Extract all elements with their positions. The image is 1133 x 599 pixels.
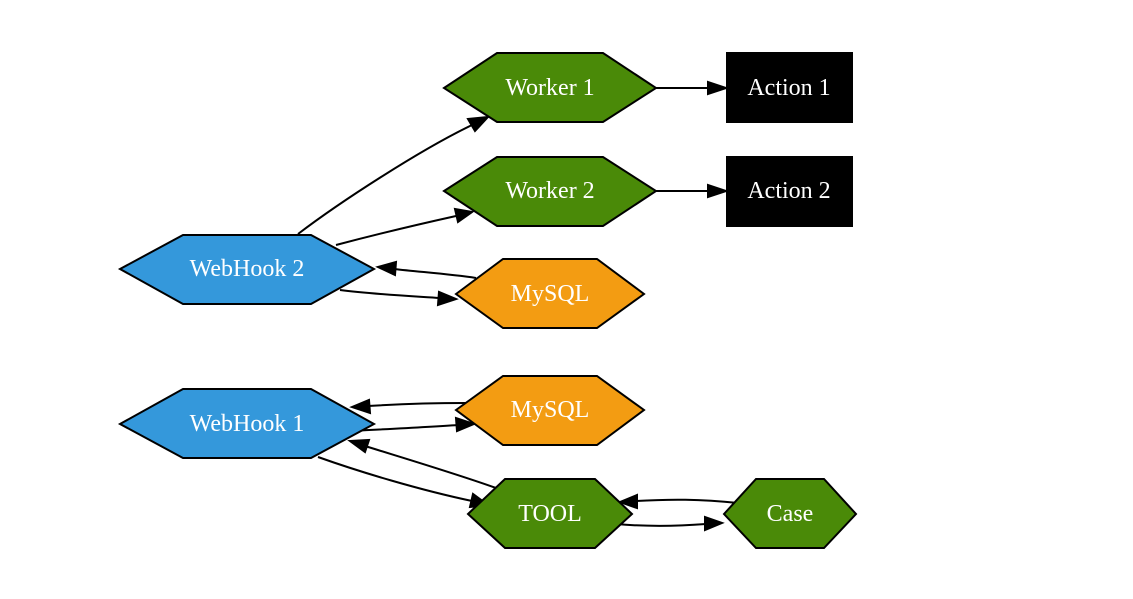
edge-case-to-tool [617,493,739,510]
arrow-head-icon [617,493,638,510]
hexagon-shape [454,258,646,329]
node-webhook2[interactable]: WebHook 2 [117,234,377,305]
node-label: Action 1 [747,75,830,101]
node-label: Worker 2 [505,178,594,204]
node-case[interactable]: Case [722,478,858,549]
hexagon-shape [442,156,658,227]
node-label: Action 2 [747,178,830,204]
box-shape [726,156,853,227]
arrow-head-icon [707,183,730,199]
arrow-head-icon [707,80,730,96]
arrow-head-icon [453,207,475,224]
nodes: Worker 1 Worker 2 Action 1 Action 2 WebH… [117,52,858,549]
edge-tool-to-webhook1 [347,438,497,489]
edge-mysql-bottom-to-webhook1 [349,398,467,415]
hexagon-shape [466,478,634,549]
node-mysql-bottom[interactable]: MySQL [454,375,646,446]
arrow-head-icon [704,515,725,532]
hexagon-shape [442,52,658,123]
arrow-head-icon [375,260,398,277]
node-label: Worker 1 [505,75,594,101]
box-shape [726,52,853,123]
node-worker1[interactable]: Worker 1 [442,52,658,123]
node-label: WebHook 1 [190,411,305,437]
node-label: TOOL [518,501,582,527]
edge-tool-to-case [615,515,725,532]
hexagon-shape [722,478,858,549]
edge-webhook2-to-worker2 [335,207,475,246]
edge-mysql-top-to-webhook2 [375,260,477,279]
hexagon-shape [454,375,646,446]
hexagon-shape [117,234,377,305]
node-worker2[interactable]: Worker 2 [442,156,658,227]
node-action2[interactable]: Action 2 [726,156,853,227]
edge-webhook1-to-tool [317,456,491,509]
node-label: WebHook 2 [190,256,305,282]
arrow-head-icon [349,398,372,415]
node-webhook1[interactable]: WebHook 1 [117,388,377,459]
arrow-head-icon [347,438,371,454]
edge-webhook2-to-mysql-top [339,289,459,307]
edge-worker1-to-action1 [656,80,730,96]
arrow-head-icon [466,115,491,133]
node-mysql-top[interactable]: MySQL [454,258,646,329]
node-label: MySQL [511,281,590,307]
node-label: MySQL [511,397,590,423]
edge-webhook2-to-worker1 [297,115,491,235]
node-tool[interactable]: TOOL [466,478,634,549]
arrow-head-icon [436,290,459,307]
arrow-head-icon [454,416,477,433]
node-label: Case [767,501,814,527]
node-action1[interactable]: Action 1 [726,52,853,123]
edge-worker2-to-action2 [656,183,730,199]
hexagon-shape [117,388,377,459]
